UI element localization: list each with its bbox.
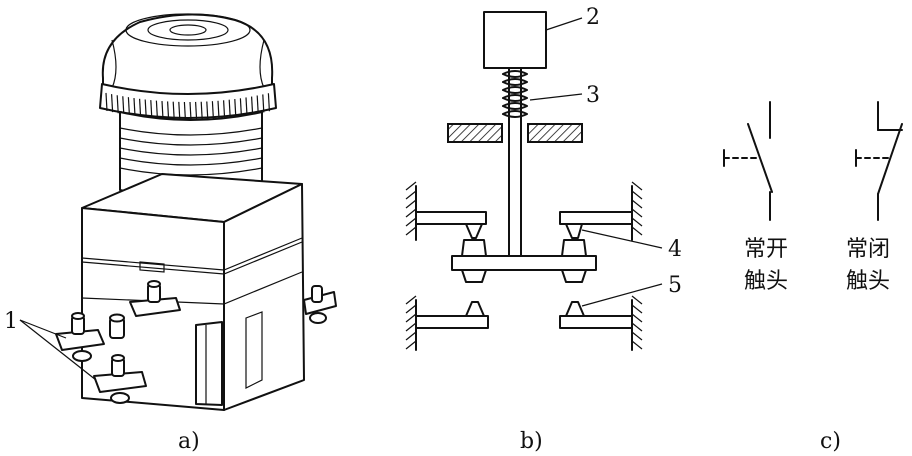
knurled-band (105, 92, 270, 121)
terminal-right (303, 285, 337, 324)
callout-1-leader-b (19, 319, 97, 381)
callout-4-label: 4 (668, 237, 682, 262)
terminal-left-mid (109, 313, 125, 339)
callout-3-leader (529, 93, 583, 101)
callout-3-label: 3 (586, 83, 600, 108)
callout-5-leader (581, 283, 663, 307)
terminal-screws (55, 280, 337, 404)
pushbutton-illustration: 1 (4, 13, 337, 411)
callout-1-leader-a (19, 319, 67, 339)
caption-a: a) (178, 429, 200, 454)
terminal-top-center (129, 280, 181, 317)
frame-plate (447, 123, 583, 143)
callout-2-label: 2 (586, 5, 600, 30)
nc-contact-label-line2: 触头 (846, 269, 890, 294)
no-contact-label-line2: 触头 (744, 269, 788, 294)
no-contact-label-line1: 常开 (744, 237, 788, 262)
callout-2-leader (545, 17, 583, 31)
upper-static-contacts (415, 211, 633, 239)
terminal-left-lower (93, 354, 147, 404)
no-contact-symbol (723, 101, 773, 221)
caption-c: c) (820, 429, 841, 454)
lower-static-contacts (415, 301, 633, 329)
button-head (483, 11, 547, 69)
callout-4-leader (581, 229, 663, 249)
plunger-rod (508, 67, 522, 259)
callout-1-label: 1 (4, 309, 18, 334)
terminal-left-upper (55, 312, 105, 362)
callout-5-label: 5 (668, 273, 682, 298)
moving-bridge-contact (451, 239, 597, 283)
nc-contact-label-line1: 常闭 (846, 237, 890, 262)
schematic-section: 2 3 4 5 (405, 5, 682, 351)
nc-contact-symbol (855, 101, 903, 221)
left-wall (405, 181, 417, 351)
right-wall (631, 181, 643, 351)
return-spring (502, 70, 528, 118)
button-cap (99, 13, 277, 121)
caption-b: b) (520, 429, 543, 454)
